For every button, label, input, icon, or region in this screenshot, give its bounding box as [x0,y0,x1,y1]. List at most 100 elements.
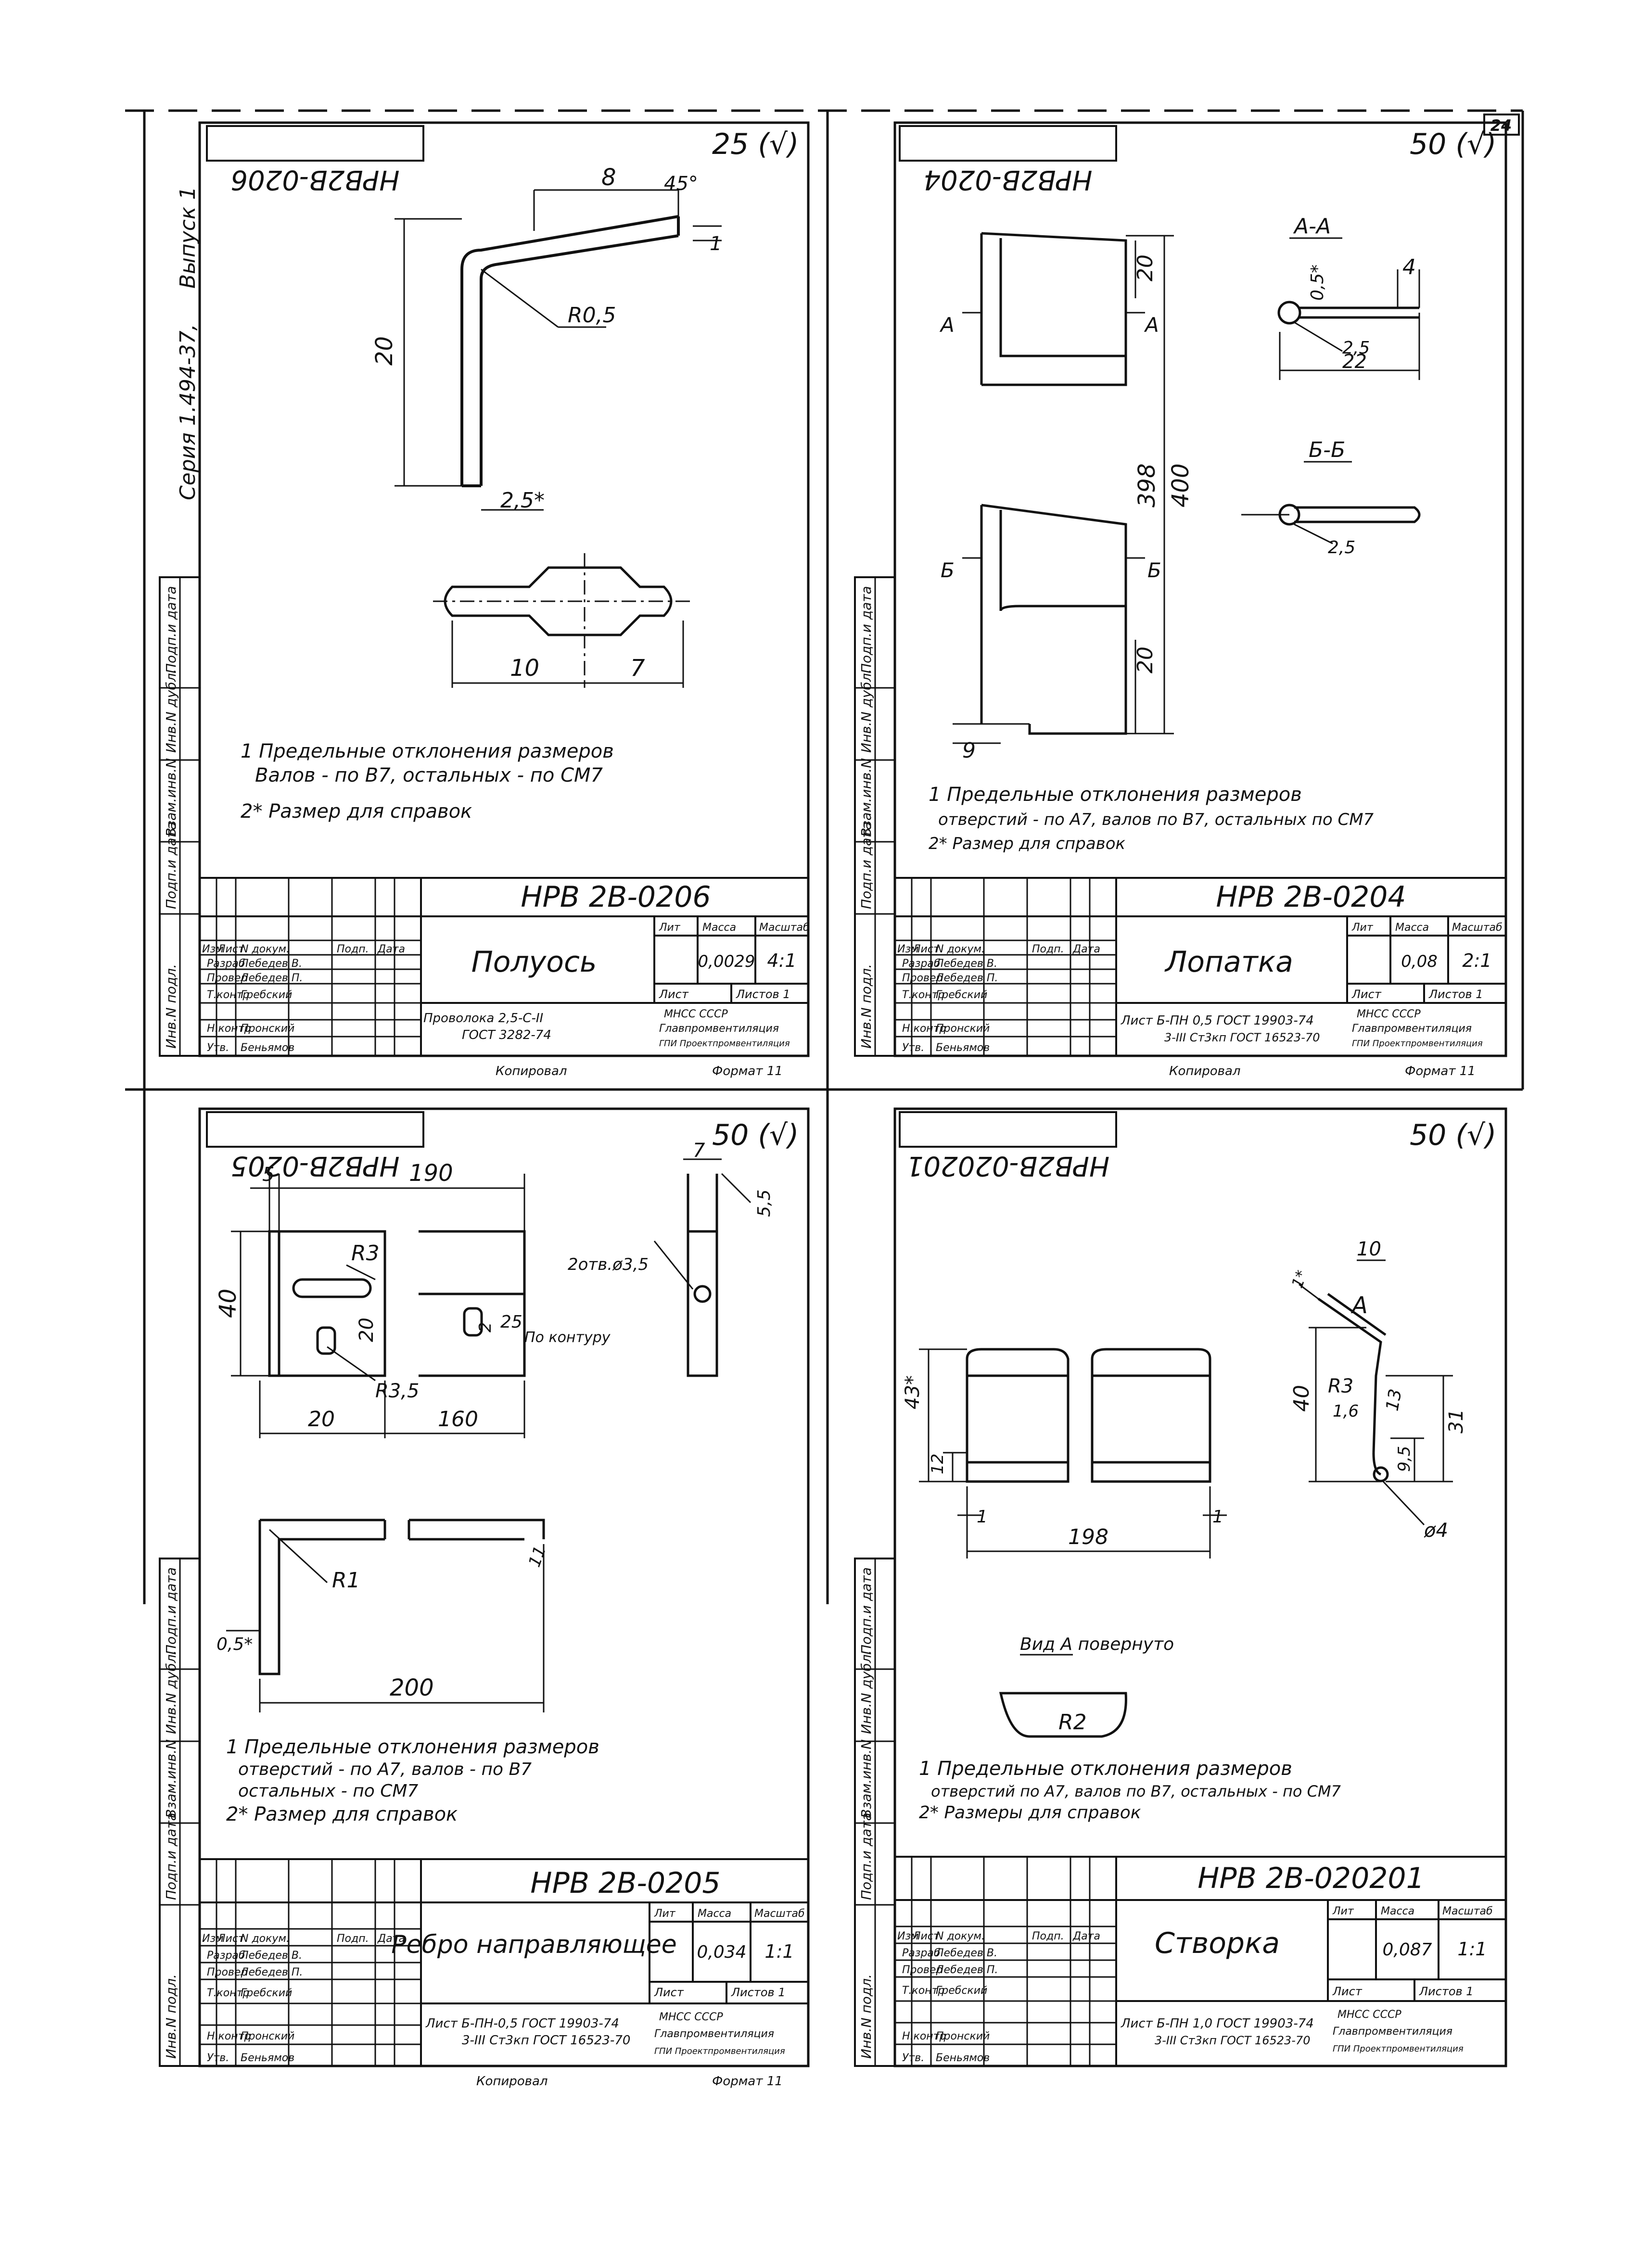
tb-hdr-izm: Изм [202,1933,224,1945]
dim-d4: ø4 [1424,1520,1448,1542]
tb-mass-label: Масса [702,922,736,934]
tb-sheets-label: Листов 1 [1419,1985,1474,1998]
tb-hdr-podp: Подп. [1032,1930,1064,1942]
tb-lit-label: Лит [1351,922,1374,934]
tb-mass-label: Масса [1395,922,1429,934]
side-label-5: Инв.N подл. [858,1974,874,2059]
tb-material-1: Лист Б-ПН-0,5 ГОСТ 19903-74 [425,2016,619,2031]
tb-hdr-doc: N докум. [241,1933,290,1945]
tb-person-4: Пронский [936,2030,990,2042]
mirror-code: НРВ2В-0205 [230,1150,399,1181]
tb-mass: 0,08 [1401,952,1438,971]
tb-person-2: Лебедев П. [240,1966,303,1978]
tb-scale: 1:1 [764,1941,794,1962]
side-label-1: Подп.и дата [858,1567,874,1655]
note-4: 2* Размер для справок [226,1803,458,1825]
side-label-3: Взам.инв.N [163,758,179,837]
tb-role-3: Т.контр [207,989,249,1001]
tb-code: НРВ 2В-0206 [521,880,711,914]
tb-role-4: Н.контр [207,1023,251,1035]
tb-hdr-list: Лист [912,1930,940,1942]
tb-copied: Копировал [476,2074,548,2089]
note-3: остальных - по СМ7 [238,1781,418,1801]
view-a-mark: А [1350,1292,1368,1319]
tb-hdr-date: Дата [377,943,405,955]
tb-org-2: Главпромвентиляция [659,1023,779,1035]
dim-1-left: 1 [977,1507,988,1527]
dim-r3: R3 [1328,1375,1353,1397]
side-label-1: Подп.и дата [163,586,179,673]
tb-material-1: Проволока 2,5-С-II [423,1011,543,1026]
dim-20h: 20 [308,1407,335,1432]
tb-org-2: Главпромвентиляция [1333,2026,1452,2038]
mirror-code: НРВ2В-0204 [923,164,1092,195]
tb-copied: Копировал [496,1064,567,1078]
note-2: отверстий - по А7, валов - по В7 [238,1760,532,1779]
dim-20: 20 [371,336,398,366]
tb-role-1: Разраб [902,1947,940,1959]
note-3: 2* Размер для справок [929,834,1125,853]
tb-org-1: МНСС СССР [659,2011,723,2023]
tb-org-3: ГПИ Проектпромвентиляция [1333,2044,1464,2054]
tb-lit-label: Лит [1332,1905,1354,1917]
tb-hdr-izm: Изм [897,1930,919,1942]
side-label-1: Подп.и дата [163,1567,179,1655]
roughness-mark: 50 (√) [1410,127,1496,161]
tb-role-1: Разраб [902,958,940,970]
side-label-2: Инв.N дубл. [163,669,179,753]
side-label-4: Подп.и дата [163,1812,179,1900]
sheet-stvorka: НРВ2В-020201 50 (√) Подп.и дата Инв.N ду… [854,1107,1507,2067]
tb-person-5: Беньямов [241,2052,294,2064]
tb-sheet-label: Лист [1351,988,1382,1001]
tb-role-5: Утв. [207,1042,229,1054]
tb-role-2: Провер [902,1964,942,1976]
tb-hdr-podp: Подп. [337,943,369,955]
tb-title: Лопатка [1164,945,1293,979]
dim-r1: R1 [332,1568,360,1593]
tb-role-4: Н.контр [902,2030,946,2042]
tb-lit-label: Лит [654,1908,676,1920]
dim-398: 398 [1134,463,1160,507]
tb-person-1: Лебедев В. [935,1947,997,1959]
dim-4: 4 [1402,255,1416,279]
side-label-3: Взам.инв.N [163,1739,179,1818]
tb-mass: 0,034 [697,1942,746,1962]
tb-code: НРВ 2В-0204 [1216,880,1406,914]
dim-7: 7 [630,655,645,682]
tb-hdr-list: Лист [912,943,940,955]
tb-role-4: Н.контр [902,1023,946,1035]
tb-mass-label: Масса [698,1908,731,1920]
roughness-mark: 25 (√) [712,127,799,161]
dim-20v: 20 [356,1318,378,1342]
dim-22: 22 [1342,351,1367,373]
note-1: 1 Предельные отклонения размеров [929,784,1302,806]
dim-400: 400 [1167,463,1194,507]
sheet-polyuos: НРВ2В-0206 25 (√) Подп.и дата Инв.N дубл… [159,121,810,1078]
tb-scale: 1:1 [1457,1939,1487,1960]
tb-hdr-izm: Изм [897,943,919,955]
dim-d25: 2,5* [500,488,545,513]
tb-copied: Копировал [1169,1064,1241,1078]
tb-person-1: Лебедев В. [935,958,997,970]
dim-d25-bb: 2,5 [1328,538,1355,557]
tb-person-3: Гребский [936,989,987,1001]
tb-material-1: Лист Б-ПН 0,5 ГОСТ 19903-74 [1121,1014,1314,1028]
dim-2holes: 2отв.ø3,5 [568,1255,649,1274]
tb-sheets-label: Листов 1 [1428,988,1483,1001]
tb-person-2: Лебедев П. [935,1964,998,1976]
tb-role-5: Утв. [902,1042,924,1054]
tb-hdr-izm: Изм [202,943,224,955]
dim-roughness-25: 25 [500,1312,522,1332]
tb-hdr-doc: N докум. [241,943,290,955]
side-label-3: Взам.инв.N [858,1739,874,1818]
tb-material-2: 3-III Ст3кп ГОСТ 16523-70 [1155,2034,1310,2047]
tb-title: Полуось [471,945,597,979]
roughness-mark: 50 (√) [712,1118,799,1152]
tb-person-5: Беньямов [936,1042,990,1054]
dim-9: 9 [962,738,976,763]
dim-16: 1,6 [1333,1402,1359,1421]
tb-material-1: Лист Б-ПН 1,0 ГОСТ 19903-74 [1121,2016,1314,2031]
side-label-1: Подп.и дата [858,586,874,673]
side-label-4: Подп.и дата [858,1812,874,1900]
